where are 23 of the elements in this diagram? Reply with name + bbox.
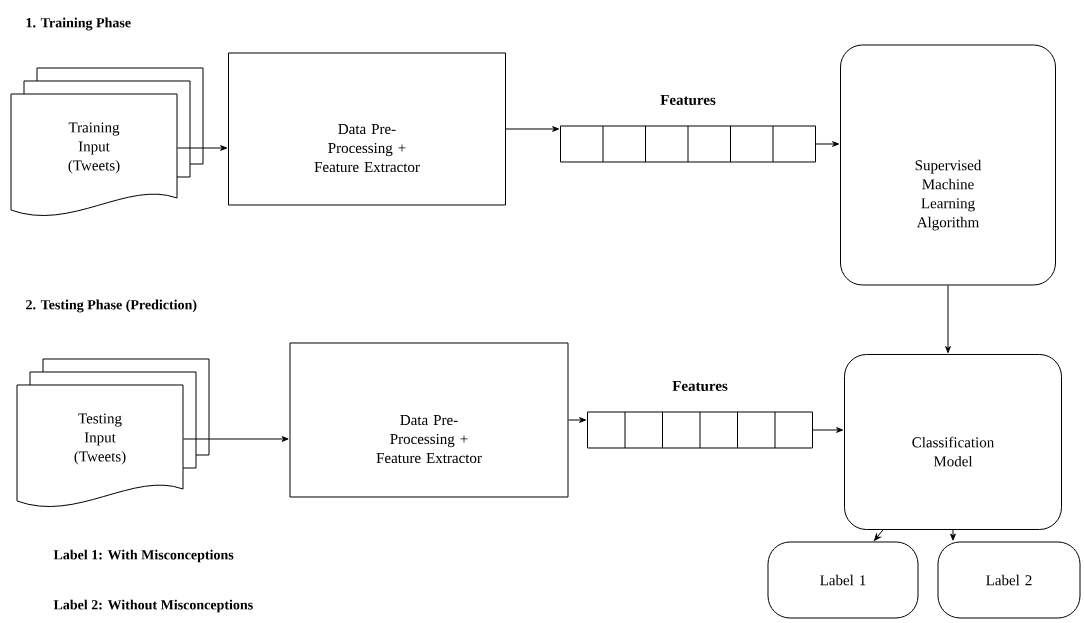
process-box: Data Pre- Processing + Feature Extractor <box>289 342 569 498</box>
arrow <box>815 141 840 147</box>
document-stack: Testing Input (Tweets) <box>16 358 210 507</box>
arrow <box>177 145 228 151</box>
heading-text: Features <box>672 381 728 391</box>
process-box: Data Pre- Processing + Feature Extractor <box>228 52 506 206</box>
arrow <box>505 126 560 132</box>
rounded-box: Classification Model <box>844 354 1062 530</box>
heading-text: Features <box>660 95 716 105</box>
arrow <box>568 417 587 423</box>
document-stack: Training Input (Tweets) <box>10 67 204 216</box>
rounded-box: Label 2 <box>937 541 1081 619</box>
arrow <box>874 529 884 541</box>
heading-text: Label 1: With Misconceptions <box>53 549 234 563</box>
heading-text: Label 2: Without Misconceptions <box>53 599 253 613</box>
arrow <box>812 427 844 433</box>
rounded-box: Label 1 <box>767 541 919 619</box>
heading-text: 2. Testing Phase (Prediction) <box>26 299 197 313</box>
heading-text: 1. Training Phase <box>26 17 131 31</box>
arrow <box>945 285 951 354</box>
rounded-box: Supervised Machine Learning Algorithm <box>840 44 1056 286</box>
arrow <box>950 529 956 541</box>
arrow <box>183 436 289 442</box>
